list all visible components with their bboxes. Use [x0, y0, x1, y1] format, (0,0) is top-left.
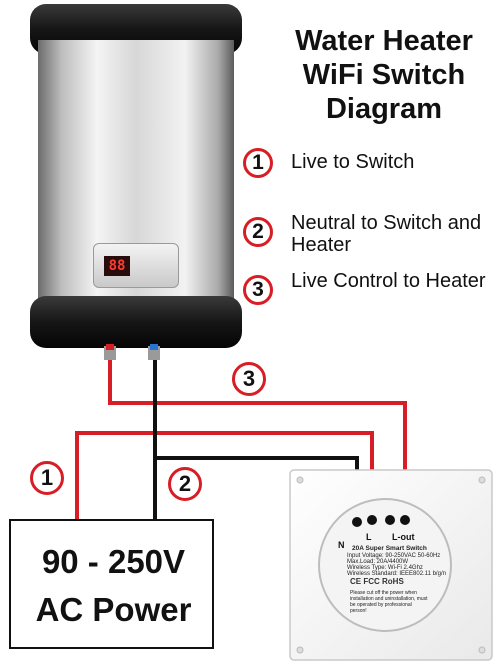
legend-text-1: Live to Switch [291, 151, 415, 173]
terminal-l-out [400, 515, 410, 525]
legend-number-3: 3 [243, 275, 273, 305]
terminal-l [367, 515, 377, 525]
legend-text-2: Neutral to Switch and Heater [291, 212, 482, 256]
legend-item-2: 2 Neutral to Switch and Heater [243, 212, 491, 256]
power-voltage-text: 90 - 250V [41, 543, 186, 580]
terminal-n-label: N [338, 540, 345, 550]
wire-label-3: 3 [232, 362, 266, 396]
wire-label-1: 1 [30, 461, 64, 495]
switch-certification-marks: CE FCC RoHS [350, 577, 404, 586]
diagram-title-line-3: Diagram [325, 93, 443, 125]
legend-text-3: Live Control to Heater [291, 270, 486, 292]
legend-item-1: 1 Live to Switch [243, 148, 491, 178]
terminal-n [352, 517, 362, 527]
switch-model: 20A Super Smart Switch [352, 545, 427, 552]
power-type-text: AC Power [35, 591, 192, 628]
wire-live-control [108, 360, 407, 517]
wire-label-2: 2 [168, 467, 202, 501]
legend-number-1: 1 [243, 148, 273, 178]
terminal-l-out-label: L-out [392, 532, 415, 542]
terminal-spare [385, 515, 395, 525]
switch-spec-line: Max.Load: 20A/4400W [347, 559, 409, 565]
switch-module [318, 498, 452, 632]
switch-spec-line: Input Voltage: 90-250VAC 50-60Hz [347, 553, 441, 559]
switch-spec-line: Wireless Type: Wi-Fi 2.4Ghz [347, 565, 423, 571]
water-heater [30, 4, 242, 360]
diagram-title-line-2: WiFi Switch [302, 59, 466, 91]
terminal-l-label: L [366, 532, 372, 542]
legend-number-2: 2 [243, 217, 273, 247]
heater-bottom-cap [30, 296, 242, 348]
legend-item-3: 3 Live Control to Heater [243, 270, 491, 305]
smart-switch [289, 469, 493, 661]
switch-spec-line: Wireless Standard: IEEE802.11 b/g/n [347, 571, 446, 577]
ac-power-box: 90 - 250V AC Power [9, 519, 214, 649]
diagram-title-line-1: Water Heater [295, 25, 473, 57]
heater-display: 88 [93, 243, 179, 288]
switch-warning: Please cut off the power when installati… [350, 590, 428, 614]
heater-display-digits: 88 [104, 256, 130, 276]
